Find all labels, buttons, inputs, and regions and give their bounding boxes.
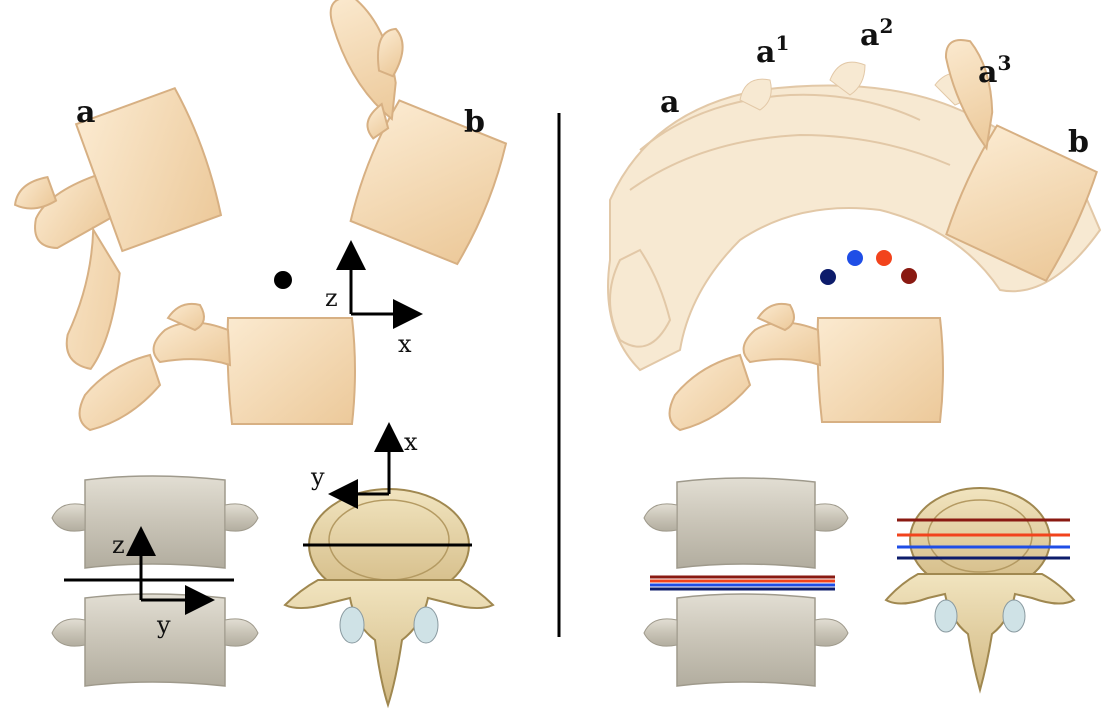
center-dot-blue bbox=[847, 250, 863, 266]
center-dot-darkred bbox=[901, 268, 917, 284]
label-a1-superscript: 1 bbox=[775, 31, 789, 55]
vertebra-reference-sagittal bbox=[80, 304, 355, 430]
label-a: a bbox=[76, 95, 95, 130]
label-a-right: a bbox=[660, 85, 679, 120]
axes-axial: x y bbox=[310, 428, 418, 494]
label-a2-superscript: 2 bbox=[879, 14, 893, 38]
vertebra-reference-right bbox=[670, 304, 943, 430]
vertebra-axial-right bbox=[886, 488, 1074, 690]
vertebrae-coronal-right bbox=[644, 478, 848, 686]
axis-label-x: x bbox=[398, 330, 412, 358]
axis-label-y-axial: y bbox=[310, 463, 325, 491]
right-panel: a a1 a2 a3 b bbox=[608, 14, 1110, 690]
left-panel: a b z x z y bbox=[0, 0, 540, 705]
center-dot-red bbox=[876, 250, 892, 266]
label-a2: a2 bbox=[860, 14, 893, 53]
rotation-center-dot bbox=[274, 271, 292, 289]
axis-label-z-coronal: z bbox=[112, 531, 125, 559]
vertebra-b-sagittal bbox=[260, 0, 540, 266]
axis-label-z: z bbox=[325, 284, 338, 312]
vertebrae-coronal bbox=[52, 476, 258, 686]
center-dot-navy bbox=[820, 269, 836, 285]
label-a3-superscript: 3 bbox=[997, 51, 1011, 75]
axis-label-y-coronal: y bbox=[156, 611, 171, 639]
vertebra-axial bbox=[285, 489, 493, 705]
label-a3: a3 bbox=[978, 51, 1011, 90]
axis-label-x-axial: x bbox=[404, 428, 418, 456]
label-b-right: b bbox=[1068, 125, 1089, 160]
label-a1: a1 bbox=[756, 31, 789, 70]
label-b: b bbox=[464, 105, 485, 140]
